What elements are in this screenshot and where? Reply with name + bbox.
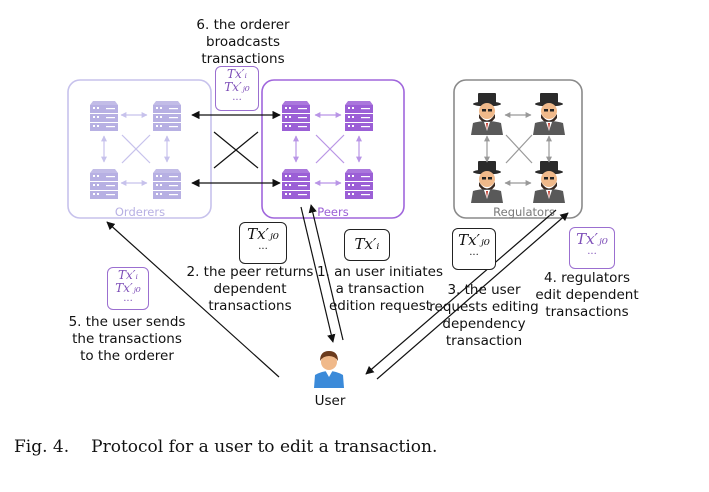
regulator-person-icon-1 <box>471 93 503 135</box>
tx-box-editing: Tx′ⱼ₀ ... <box>452 228 496 270</box>
regulator-internal-links <box>484 112 552 186</box>
orderer-server-icon-2 <box>153 101 181 131</box>
tx-box-send-orderer: Tx′ᵢ Tx′ⱼ₀ ... <box>107 267 149 310</box>
peers-group-box <box>261 79 405 219</box>
tx-j0-label: Tx′ⱼ₀ <box>224 80 250 94</box>
regulator-person-icon-3 <box>471 161 503 203</box>
peers-label: Peers <box>317 205 349 219</box>
peer-server-icon-4 <box>345 169 373 199</box>
regulator-person-icon-4 <box>533 161 565 203</box>
orderer-server-icon-4 <box>153 169 181 199</box>
tx-j0-label: Tx′ⱼ₀ <box>115 281 141 295</box>
caption-text: Protocol for a user to edit a transactio… <box>91 437 438 457</box>
peer-server-icon-1 <box>282 101 310 131</box>
user-icon <box>314 351 344 388</box>
arrow-step3-user-to-regulators <box>376 212 569 380</box>
tx-box-dependent: Tx′ⱼ₀ ... <box>239 222 287 264</box>
orderer-server-icon-1 <box>90 101 118 131</box>
step3-label: 3. the user requests editing dependency … <box>429 282 539 349</box>
regulators-group-box <box>453 79 583 219</box>
tx-j0-label: Tx′ⱼ₀ <box>458 231 490 249</box>
tx-j0-label: Tx′ⱼ₀ <box>576 230 608 248</box>
user-label: User <box>314 393 346 409</box>
tx-dots: ... <box>123 293 133 304</box>
orderer-server-icon-3 <box>90 169 118 199</box>
tx-j0-label: Tx′ⱼ₀ <box>247 225 279 243</box>
orderer-internal-links <box>101 112 170 186</box>
arrow-step2-peers-to-user <box>300 206 336 343</box>
peer-server-icon-2 <box>345 101 373 131</box>
step1-label: 1. an user initiates a transaction editi… <box>316 264 444 314</box>
tx-dots: ... <box>232 92 242 103</box>
figure-caption: Fig. 4. Protocol for a user to edit a tra… <box>14 437 694 457</box>
arrow-step5-user-to-orderers <box>106 221 280 378</box>
step4-label: 4. regulators edit dependent transaction… <box>535 270 639 320</box>
caption-number: Fig. 4. <box>14 437 70 457</box>
orderer-peer-links <box>191 110 281 188</box>
tx-dots: ... <box>587 246 597 257</box>
tx-box-broadcast: Tx′ᵢ Tx′ⱼ₀ ... <box>215 66 259 111</box>
peer-server-icon-3 <box>282 169 310 199</box>
arrow-step4-regulators-to-user <box>365 209 557 375</box>
tx-box-request: Tx′ᵢ <box>344 229 390 261</box>
tx-box-regulator-edit: Tx′ⱼ₀ ... <box>569 227 615 269</box>
tx-i-label: Tx′ᵢ <box>354 235 380 253</box>
tx-dots: ... <box>258 241 268 252</box>
tx-dots: ... <box>469 247 479 258</box>
orderers-group-box <box>67 79 212 219</box>
step6-label: 6. the orderer broadcasts transactions <box>196 17 290 67</box>
arrow-step1-user-to-peers <box>308 204 344 341</box>
protocol-arrows <box>106 204 569 380</box>
regulator-person-icon-2 <box>533 93 565 135</box>
regulators-label: Regulators <box>493 205 555 219</box>
orderers-label: Orderers <box>114 205 166 219</box>
tx-i-label: Tx′ᵢ <box>227 67 247 81</box>
step2-label: 2. the peer returns dependent transactio… <box>186 264 314 314</box>
peer-internal-links <box>293 112 362 186</box>
tx-i-label: Tx′ᵢ <box>118 268 138 282</box>
step5-label: 5. the user sends the transactions to th… <box>68 314 186 364</box>
